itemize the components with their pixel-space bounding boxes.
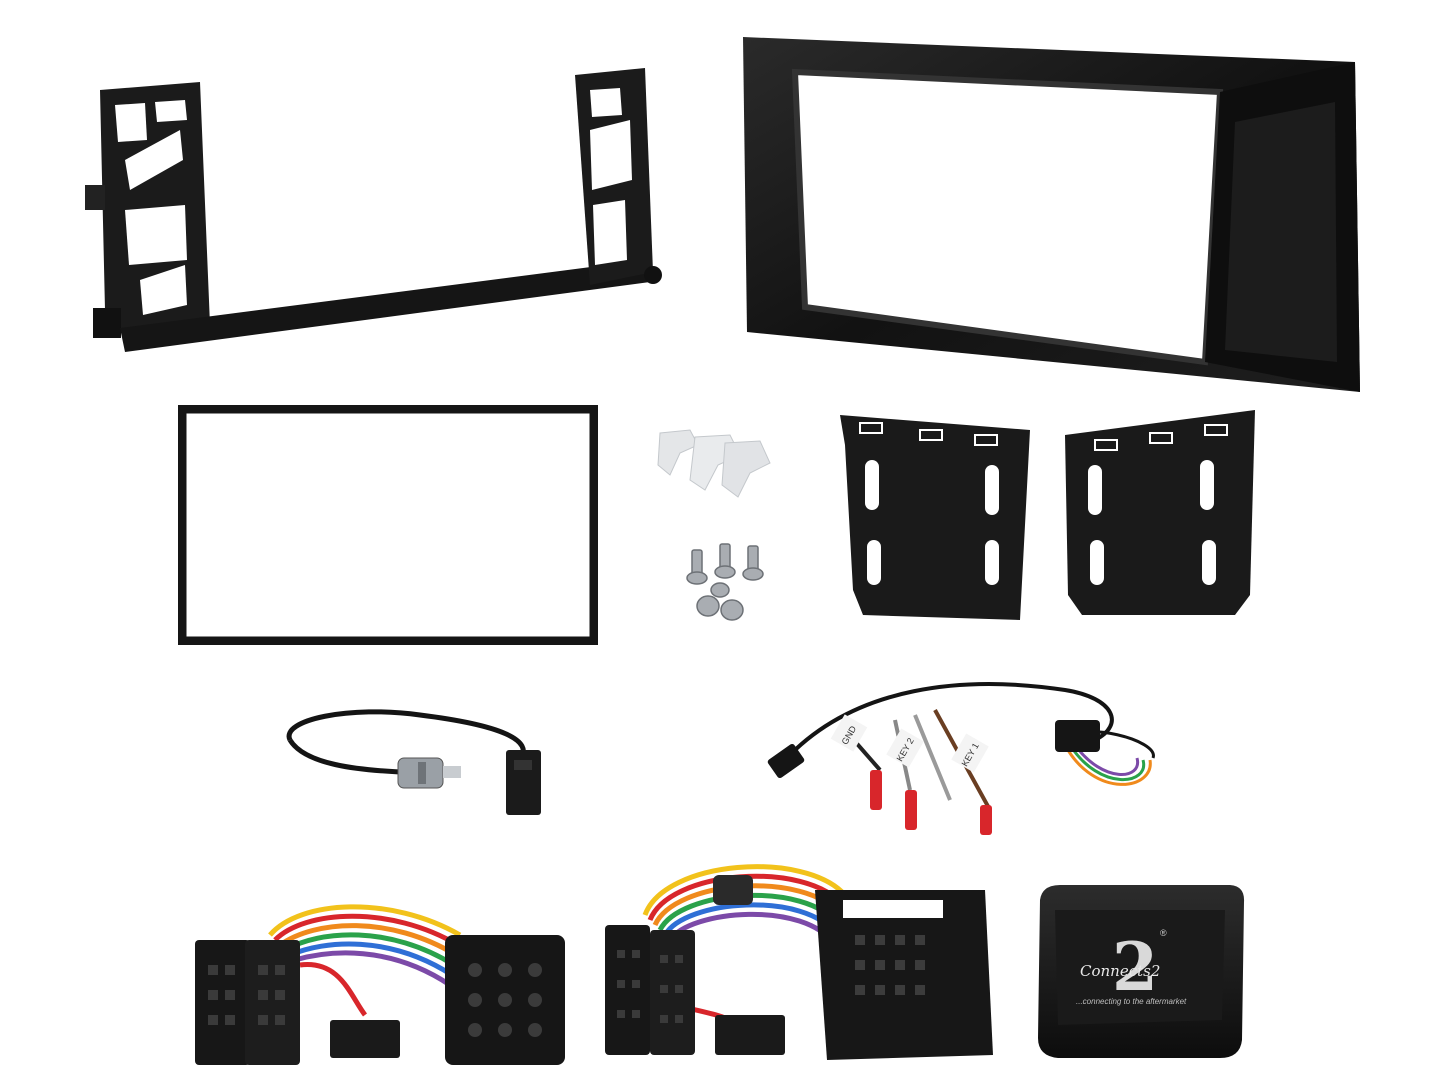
plastic-clips	[650, 425, 780, 500]
logo-text: Connects2	[1080, 962, 1161, 980]
logo-number: 2	[1112, 928, 1158, 1006]
iso-harness-left	[190, 895, 575, 1070]
trademark-mark: ®	[1160, 928, 1167, 938]
iso-harness-right	[605, 855, 995, 1065]
trim-frame	[178, 405, 598, 645]
interface-module: 2 Connects2 ® ...connecting to the after…	[1030, 880, 1250, 1065]
double-din-fascia	[735, 32, 1365, 400]
steering-control-lead: GND KEY 2 KEY 1	[765, 680, 1185, 835]
antenna-adapter	[270, 700, 550, 820]
side-bracket-left	[835, 405, 1035, 625]
tagline-text: ...connecting to the aftermarket	[1076, 997, 1187, 1006]
side-bracket-right	[1060, 405, 1260, 620]
screws	[680, 540, 775, 625]
mounting-bracket	[85, 60, 675, 370]
